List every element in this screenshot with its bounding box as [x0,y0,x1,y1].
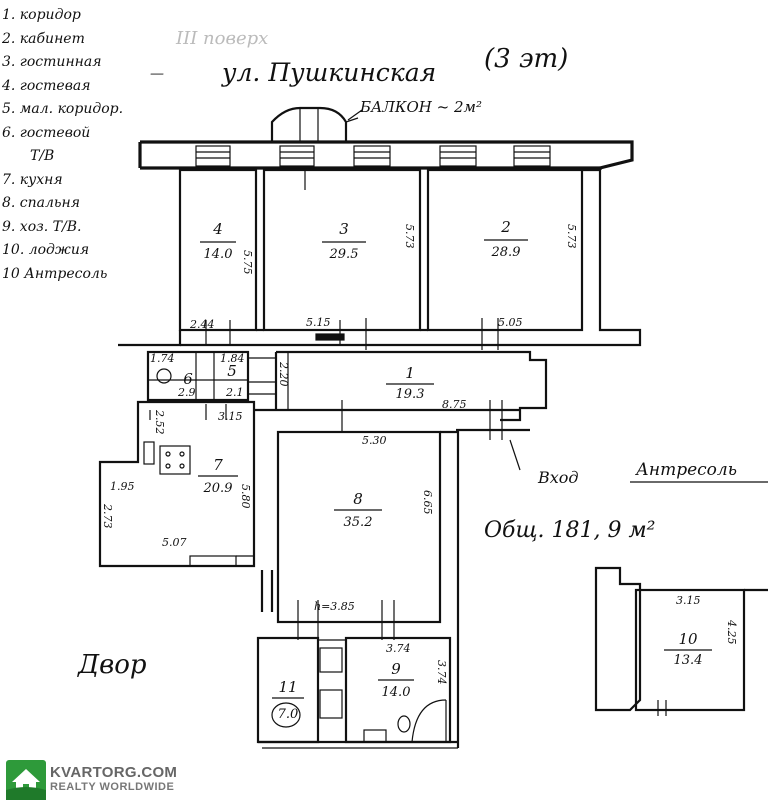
legend-item: Т/В [30,148,55,164]
room-area: 28.9 [491,245,521,260]
room-num: 6 [183,370,193,388]
watermark: KVARTORG.COM REALTY WORLDWIDE [6,760,177,800]
room-area: 29.5 [329,247,359,262]
floor-note: III поверх [176,28,269,49]
room-area: 14.0 [382,685,411,700]
dimension: 6.65 [421,490,434,515]
dimension: 3.74 [386,642,411,655]
room-area: 14.0 [204,247,233,262]
room-8 [276,430,442,624]
floor-tag: (3 эт) [484,44,569,74]
dimension: 2.20 [277,361,290,387]
legend-item: 9. хоз. Т/В. [2,218,82,235]
room-num: 7 [213,456,223,474]
room-10 [634,588,746,712]
legend-item: 7. кухня [2,171,63,188]
dimension: 2.52 [153,409,166,435]
dimension: 3.15 [676,594,701,607]
dimension: 2.1 [225,386,244,399]
room-legend: 1. коридор 2. кабинет 3. гостинная 4. го… [2,4,177,286]
entrance-label: Вход [538,468,579,487]
room-num: 2 [500,218,511,236]
legend-item: 2. кабинет [2,30,85,47]
dimension: 5.80 [239,484,252,509]
dimension: 5.75 [241,250,254,275]
dimension: 2.73 [101,503,114,529]
dimension: 8.75 [442,398,467,411]
dimension: 5.15 [306,316,331,329]
room-1 [276,350,548,422]
watermark-brand: KVARTORG.COM [50,764,178,781]
dimension: 1.84 [220,352,245,365]
legend-item: 8. спальня [2,195,81,211]
room-4 [178,168,258,332]
dimension: 3.74 [435,660,448,685]
dimension: 1.95 [110,480,135,493]
mezzanine-frame [594,566,642,712]
room-num: 5 [227,362,237,380]
dimension: 3.15 [218,410,243,423]
room-num: 9 [391,660,401,678]
legend-item: 5. мал. коридор. [2,101,124,117]
legend-item: 1. коридор [2,7,81,23]
room-num: 8 [353,490,363,508]
room-7 [98,400,256,568]
dimension: h=3.85 [314,600,355,613]
dimension-labels: 5.75 5.73 5.73 2.44 5.15 5.05 1.74 1.84 … [101,224,738,685]
room-num: 10 [678,630,698,648]
dimension: 1.74 [150,352,175,365]
dimension: 2.44 [189,318,215,331]
room-num: 3 [339,220,349,238]
house-logo-icon [6,760,46,800]
street-name: ул. Пушкинская [222,58,437,87]
room-area: 7.0 [278,707,299,722]
legend-dash: — [150,66,164,82]
balcony-note: БАЛКОН ~ 2м² [360,98,482,116]
room-2 [426,168,584,332]
room-area: 13.4 [674,653,703,668]
room-area: 19.3 [396,387,425,402]
room-area: 35.2 [344,515,373,530]
legend-item: 6. гостевой [2,124,91,141]
dimension: 2.9 [177,386,196,399]
room-5-6 [146,350,250,402]
watermark-tagline: REALTY WORLDWIDE [50,781,175,793]
facade-windows [195,145,551,167]
dimension: 5.30 [362,434,387,447]
yard-label: Двор [78,650,147,680]
legend-item: 3. гостинная [2,54,102,70]
room-area: 20.9 [203,481,233,496]
room-num: 4 [212,220,223,238]
room-labels: 4 14.0 3 29.5 2 28.9 1 19.3 5 6 7 20.9 8… [183,218,712,722]
dimension: 5.05 [498,316,523,329]
room-3 [262,168,422,332]
room-num: 11 [278,678,297,696]
mezzanine-label: Антресоль [636,460,737,480]
legend-item: 10. лоджия [2,242,90,258]
legend-item: 4. гостевая [2,77,91,94]
dimension: 5.73 [565,224,578,249]
balcony [270,106,348,142]
dimension: 5.73 [403,224,416,249]
room-num: 1 [405,364,415,382]
total-area: Общ. 181, 9 м² [484,518,656,543]
legend-item: 10 Антресоль [2,265,108,282]
dimension: 5.07 [162,536,187,549]
dimension: 4.25 [725,619,738,645]
